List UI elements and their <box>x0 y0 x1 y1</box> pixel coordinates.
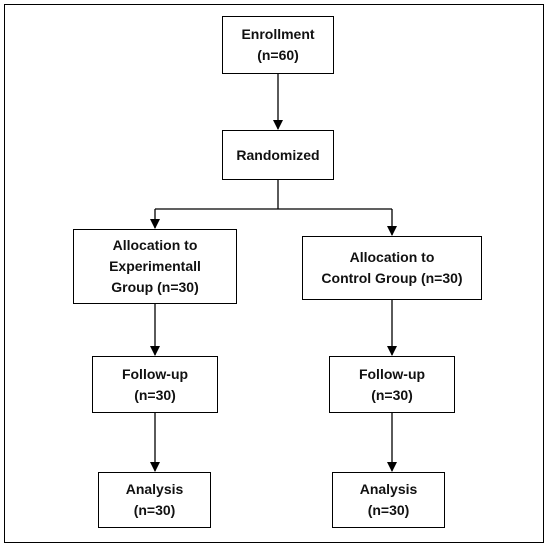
randomized-label: Randomized <box>236 146 320 163</box>
enrollment-box: Enrollment (n=60) <box>222 16 334 74</box>
control-analysis-label: Analysis <box>359 481 418 497</box>
control-analysis-count: (n=30) <box>367 502 410 518</box>
experimental-followup-box: Follow-up (n=30) <box>92 356 218 413</box>
control-allocation-line2: Control Group (n=30) <box>321 270 463 286</box>
control-followup-count: (n=30) <box>371 386 413 403</box>
control-followup-label: Follow-up <box>358 365 426 382</box>
experimental-analysis-count: (n=30) <box>133 502 176 518</box>
experimental-allocation-line1: Allocation to <box>112 237 198 253</box>
control-followup-box: Follow-up (n=30) <box>329 356 455 413</box>
experimental-allocation-line3: Group (n=30) <box>111 279 199 295</box>
experimental-allocation-line2: Experimentall <box>109 258 201 274</box>
diagram-frame <box>4 4 544 543</box>
experimental-followup-label: Follow-up <box>121 365 189 382</box>
control-allocation-line1: Allocation to <box>349 249 435 265</box>
experimental-analysis-box: Analysis (n=30) <box>98 472 211 528</box>
experimental-followup-count: (n=30) <box>134 386 176 403</box>
control-allocation-box: Allocation to Control Group (n=30) <box>302 236 482 300</box>
enrollment-label: Enrollment <box>241 26 315 42</box>
experimental-analysis-label: Analysis <box>125 481 184 497</box>
randomized-box: Randomized <box>222 130 334 180</box>
enrollment-count: (n=60) <box>257 47 299 63</box>
experimental-allocation-box: Allocation to Experimentall Group (n=30) <box>73 229 237 304</box>
control-analysis-box: Analysis (n=30) <box>332 472 445 528</box>
